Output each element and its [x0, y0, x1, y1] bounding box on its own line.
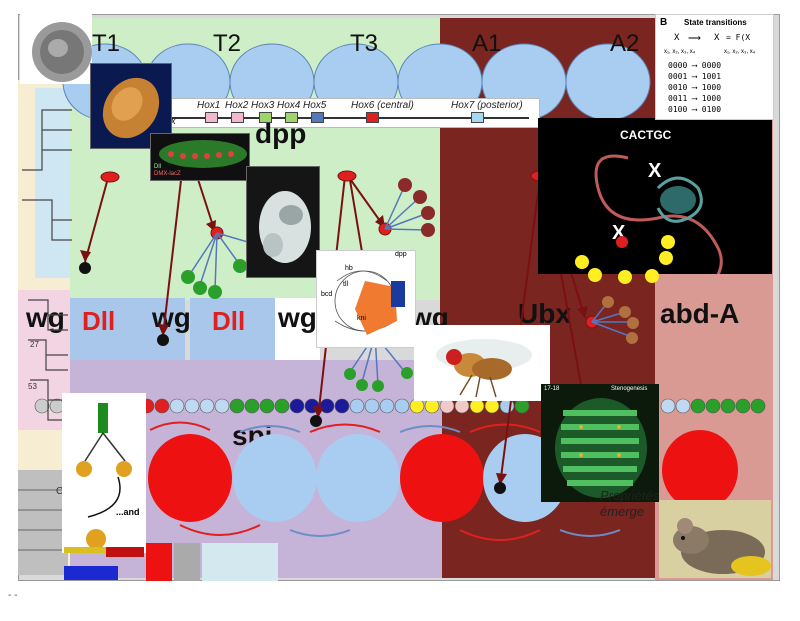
hox1-box — [205, 112, 218, 123]
state-row: 0100 ⟶ 0100 — [668, 105, 722, 114]
segment-row-blue — [190, 298, 275, 360]
equation-function: = F(X — [726, 33, 751, 42]
legend-box-gray — [174, 543, 200, 581]
state-row: 0011 ⟶ 1000 — [668, 94, 722, 103]
state-transitions-panel: B State transitions X ⟶ X = F(X x₁, x₂, … — [655, 14, 774, 120]
fruit-fly-photo — [414, 325, 550, 401]
phylogeny-blue-band — [35, 88, 73, 278]
legend-box-red — [146, 543, 172, 581]
panel-title: State transitions — [684, 18, 747, 27]
hox-bar-line — [171, 117, 529, 119]
tree-node-label: C — [56, 486, 64, 497]
legend-box-lightblue — [202, 543, 278, 581]
confocal-label: 17-18 — [544, 386, 560, 392]
tree-node-label: 53 — [28, 382, 37, 391]
hox-label: Hox4 — [277, 100, 301, 111]
hox6-box — [366, 112, 379, 123]
state-row: 0010 ⟶ 1000 — [668, 83, 722, 92]
segment-circles-bottom — [148, 430, 738, 522]
transition-arrow-icon: ⟶ — [692, 83, 697, 92]
legend-box-red-bar — [106, 547, 144, 557]
gene-label-wg: wg — [26, 302, 65, 333]
hox-label: Hox5 — [303, 100, 327, 111]
equation-left: X — [674, 33, 680, 43]
hox-label: Hox3 — [251, 100, 275, 111]
gene-label-wg: wg — [152, 302, 191, 333]
dna-mark: X — [648, 160, 662, 182]
network-node-label: tll — [343, 281, 349, 288]
transition-arrow-icon: ⟶ — [692, 105, 697, 114]
egg-sem-photo — [20, 14, 92, 84]
state-table: 0000 ⟶ 0000 0001 ⟶ 1001 0010 ⟶ 1000 0011… — [668, 61, 768, 116]
state-row: 0000 ⟶ 0000 — [668, 61, 722, 70]
gene-label-ubx: Ubx — [518, 298, 571, 329]
segment-row-white — [275, 298, 320, 360]
network-node-label: bcd — [321, 291, 333, 298]
emergent-line: émerge — [600, 504, 645, 519]
transition-arrow-icon: ⟶ — [692, 94, 697, 103]
hox3-box — [259, 112, 272, 123]
emergent-properties-text: Propriétés émerge — [600, 488, 659, 520]
segment-label-a1: A1 — [472, 30, 502, 57]
footer-mark: - - — [8, 590, 18, 601]
var-list-right: x₁, x₂, x₃, x₄ — [724, 49, 756, 55]
segment-label-t3: T3 — [350, 30, 379, 57]
gene-label-dll: Dll — [82, 306, 116, 336]
tree-node-label: 27 — [30, 340, 39, 349]
confocal-label: Stenogenesis — [611, 386, 648, 392]
network-node-label: dpp — [395, 251, 407, 258]
gap-gene-network-diagram: hb tll bcd kni dpp — [316, 250, 416, 348]
hox-cluster-bar: al lex Hox1 Hox2 Hox3 Hox4 Hox5 Hox6 (ce… — [160, 98, 540, 128]
transition-arrow-icon: ⟶ — [692, 61, 697, 70]
hox-label: Hox1 — [197, 100, 221, 111]
hox7-box — [471, 112, 484, 123]
network-node-label: kni — [357, 315, 366, 322]
hox4-box — [285, 112, 298, 123]
state-row: 0001 ⟶ 1001 — [668, 72, 722, 81]
panel-letter: B — [660, 17, 668, 28]
hox5-box — [311, 112, 324, 123]
hox-label: Hox6 (central) — [351, 100, 414, 111]
embryo-label: Dll — [154, 164, 161, 170]
segment-label-t2: T2 — [213, 30, 242, 57]
hox-label: Hox2 — [225, 100, 249, 111]
protein-note: ...and — [116, 507, 140, 517]
embryo-stain-photo: Dll DMX-lacZ — [150, 133, 250, 181]
protein-interaction-panel: ...and — [62, 393, 146, 553]
var-list-left: x₁, x₂, x₃, x₄ — [664, 49, 696, 55]
gene-label-dpp: dpp — [255, 118, 307, 149]
gene-label-dll: Dll — [212, 306, 246, 336]
gene-label-wg: wg — [278, 302, 317, 333]
gene-label-abd-a: abd-A — [660, 298, 740, 329]
chromatin-dna-panel: CACTGC X X — [538, 118, 772, 274]
legend-box-blue — [64, 566, 118, 580]
phylogeny-gray-band — [18, 470, 68, 575]
transition-arrow-icon: ⟶ — [692, 72, 697, 81]
hox2-box — [231, 112, 244, 123]
mouse-embryo-photo — [246, 166, 320, 278]
embryo-label: DMX-lacZ — [154, 171, 181, 177]
hox-label: Hox7 (posterior) — [451, 100, 523, 111]
mouse-photo — [659, 500, 771, 578]
network-node-label: hb — [345, 265, 353, 272]
equation-right: X — [714, 33, 720, 43]
confocal-embryo-photo: 17-18 Stenogenesis — [541, 384, 659, 502]
equation-arrow-icon: ⟶ — [688, 33, 701, 43]
dna-motif-label: CACTGC — [620, 128, 672, 142]
segment-label-t1: T1 — [92, 30, 121, 57]
segment-label-a2: A2 — [610, 30, 640, 57]
emergent-line: Propriétés — [600, 488, 660, 503]
